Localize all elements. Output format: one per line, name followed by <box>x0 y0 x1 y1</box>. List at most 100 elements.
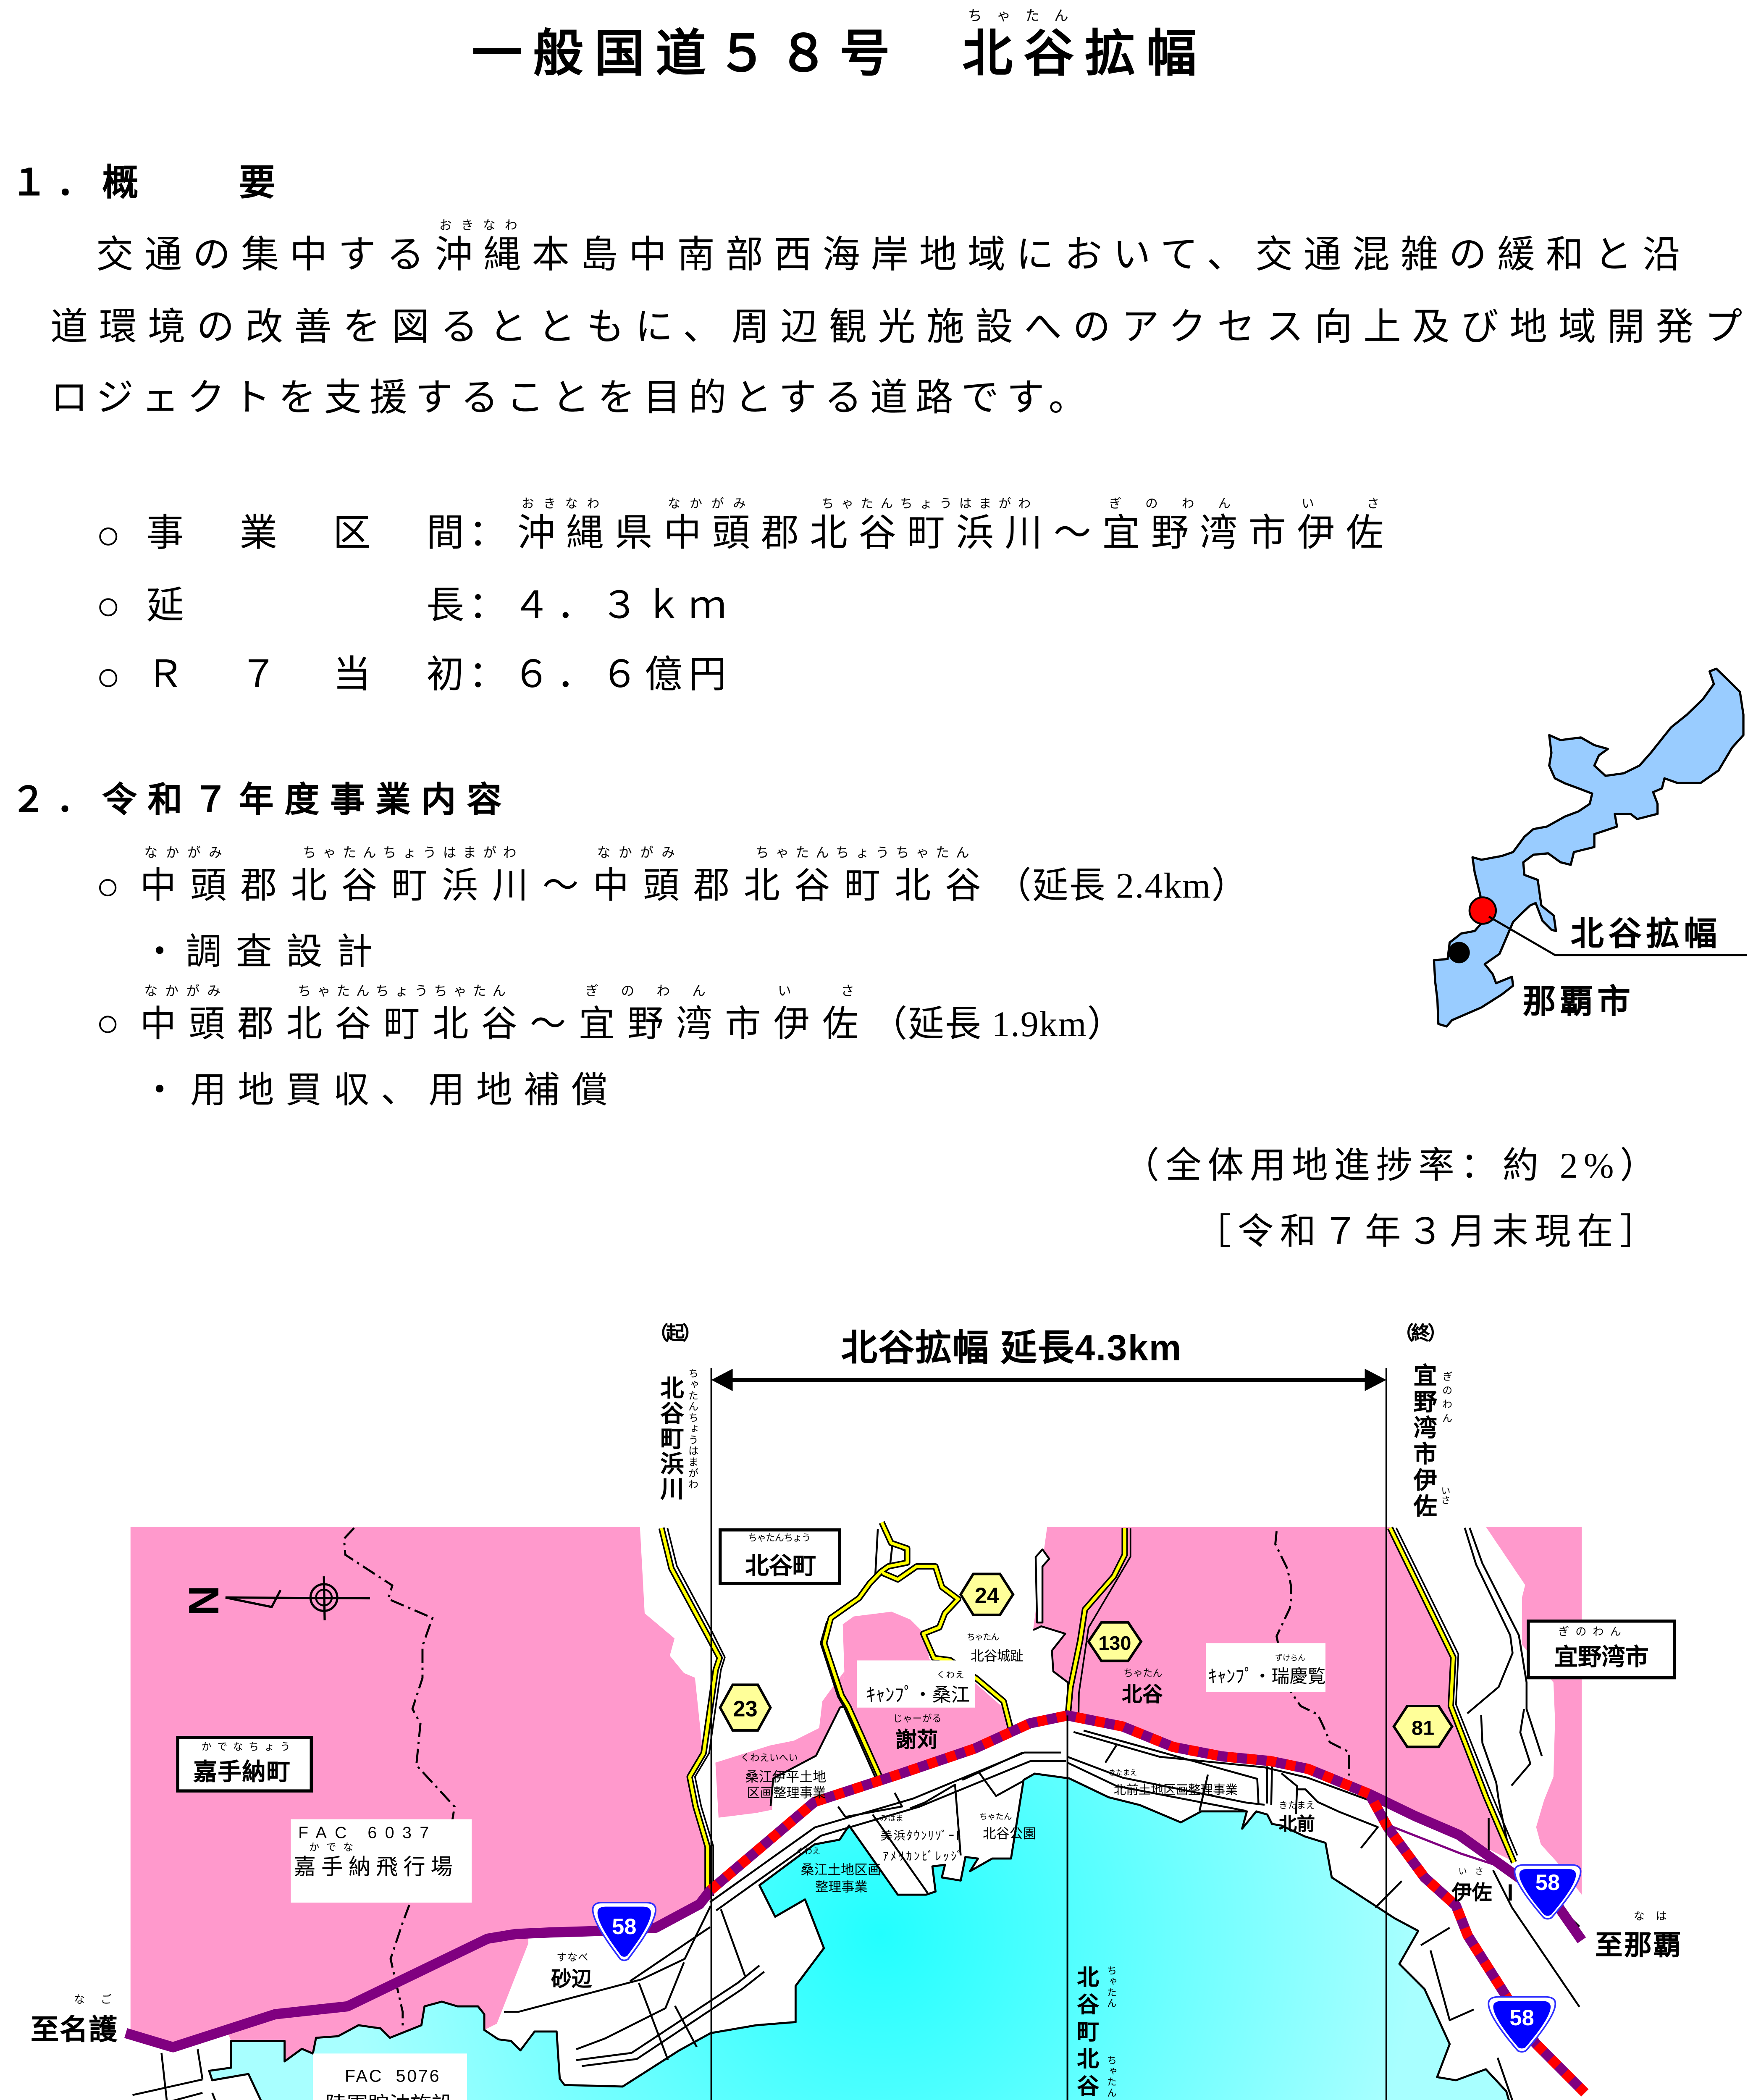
okinawa-location-map <box>1433 667 1747 1028</box>
prefectural-road-23 <box>658 1527 726 1898</box>
ruby-base: 沖縄おきなわ <box>517 497 615 556</box>
ruby-text: ぎのわん <box>1109 497 1254 512</box>
route-number: 81 <box>1412 1717 1434 1739</box>
road-fill <box>1066 1528 1126 1714</box>
label-ruby: くわえ <box>937 1671 965 1681</box>
street <box>1464 1528 1514 1714</box>
label-name: 宜野湾市 <box>1554 1645 1649 1672</box>
boundary-place-ruby-2: ちゃたん <box>1105 2055 1116 2099</box>
section-length: （延長 2.4km） <box>995 867 1249 906</box>
street <box>1469 1528 1543 1756</box>
ruby-text: いさ <box>777 982 904 998</box>
route-number: 58 <box>612 1915 636 1939</box>
ruby-text: なかがみ <box>144 844 231 860</box>
road-edge <box>667 1528 726 1896</box>
street <box>910 1783 962 1856</box>
street <box>211 2092 216 2100</box>
ruby-base: 中頭なかがみ <box>593 844 693 906</box>
road-edge <box>1395 1527 1518 1856</box>
chatan-castle-label: 北谷城趾 <box>971 1647 1024 1664</box>
route-58-shield-isa: 58 <box>1514 1864 1582 1920</box>
ruby-base: 中頭なかがみ <box>140 982 238 1044</box>
bullet-icon: ○ <box>96 583 121 628</box>
route-text: 中頭なかがみ郡北谷町北谷ちゃたんちょうちゃたん～宜野湾ぎのわん市伊佐いさ <box>140 982 871 1044</box>
sea <box>208 1772 1510 2100</box>
street <box>132 2078 203 2096</box>
street <box>1067 1761 1247 1812</box>
street <box>576 1962 685 2050</box>
street <box>874 1528 879 1578</box>
chatan-park-ruby: ちゃたん <box>979 1812 1012 1822</box>
camp-zukeran-area <box>1033 1527 1514 1862</box>
ruby-text: ちゃたんちょうはまがわ <box>302 844 523 860</box>
text-run: ～ <box>530 1005 579 1044</box>
mihama-label-line2: ｱﾒﾘｶﾝﾋﾞﾚｯｼﾞ <box>882 1848 965 1863</box>
north-arrow-head <box>225 1589 282 1609</box>
isa-label: 伊佐 <box>1451 1880 1492 1904</box>
label-kadena-airbase: FAC 6037 かでな 嘉手納飛行場 <box>291 1819 472 1903</box>
route-marker-81: 81 <box>1392 1704 1454 1748</box>
text-run: 道環境の改善を図るとともに、周辺観光施設へのアクセス向上及び地域開発プ <box>50 308 1753 349</box>
text-run: 拡幅 <box>1085 26 1208 83</box>
to-nago-ruby: なご <box>73 1995 128 2007</box>
ruby-base: 北谷町北谷ちゃたんちょうちゃたん <box>743 844 995 906</box>
route-58-old-line <box>1385 1823 1514 1872</box>
street <box>638 1982 669 2061</box>
street <box>576 1964 760 2061</box>
label-name: 嘉手納飛行場 <box>294 1854 458 1880</box>
mihama-label-line1: 美浜ﾀｳﾝﾘｿﾞｰﾄ <box>880 1829 963 1843</box>
shield-icon <box>1493 2001 1551 2049</box>
label-ruby: ぎのわん <box>1558 1627 1627 1638</box>
text-run: 郡 <box>761 514 810 556</box>
prefectural-road-130 <box>1065 1528 1131 1714</box>
section-length: （延長 1.9km） <box>871 1005 1124 1044</box>
summary-label: 延 長 <box>146 586 473 627</box>
street <box>871 1814 929 1894</box>
kitamae-label: 北前 <box>1278 1816 1315 1835</box>
text-run: 県 <box>614 514 664 556</box>
route-marker-23: 23 <box>719 1683 772 1732</box>
end-place-ruby-isa: いさ <box>1438 1486 1448 1505</box>
route-marker-24: 24 <box>959 1572 1015 1616</box>
kitamae-ruby: きたまえ <box>1278 1801 1315 1811</box>
as-of-date: ［令和７年３月末現在］ <box>1195 1212 1662 1252</box>
prefectural-route-markers: 23 24 130 81 <box>719 1572 1454 1748</box>
street <box>172 2092 203 2100</box>
ruby-base: 北谷町北谷ちゃたんちょうちゃたん <box>286 982 530 1044</box>
route-number: 58 <box>1509 2006 1534 2030</box>
ruby-text: いさ <box>1301 497 1432 512</box>
okinawa-island-shape <box>1433 667 1745 1028</box>
national-route-shields: 58 58 58 <box>592 1864 1582 2053</box>
to-naha-ruby: なは <box>1633 1911 1678 1922</box>
text-run: ～ <box>1053 514 1102 556</box>
boundary-place-ruby-1: ちゃたん <box>1105 1965 1116 2009</box>
text-run: 本島中南部西海岸地域において、交通混雑の緩和と沿 <box>532 236 1691 277</box>
inset-project-label: 北谷拡幅 <box>1571 916 1722 953</box>
text-run: 市 <box>1248 514 1297 556</box>
ruby-text: ちゃたん <box>968 8 1083 24</box>
ruby-text: なかがみ <box>668 497 755 512</box>
street <box>1375 1880 1403 1908</box>
street <box>504 1905 712 2013</box>
kuwae-ihei-label-line1: 桑江伊平土地 <box>745 1769 827 1785</box>
text-run: ：４．３ｋｍ <box>468 586 733 627</box>
summary-value: ：沖縄おきなわ県中頭なかがみ郡北谷町浜川ちゃたんちょうはまがわ～宜野湾ぎのわん市… <box>469 497 1395 556</box>
label-name: 嘉手納町 <box>193 1759 291 1786</box>
paragraph-line-2: 道環境の改善を図るとともに、周辺観光施設へのアクセス向上及び地域開発プ <box>50 310 1753 348</box>
hexagon-icon <box>1087 1621 1143 1662</box>
hexagon-icon <box>719 1683 772 1732</box>
ruby-base: 宜野湾ぎのわん <box>1102 497 1254 556</box>
street <box>769 1706 841 1806</box>
label-ruby: ずけらん <box>1275 1656 1306 1664</box>
street <box>1104 1745 1117 1763</box>
label-camp-kuwae: くわえ ｷｬﾝﾌﾟ・桑江 <box>857 1660 974 1708</box>
shield-icon <box>1519 1869 1576 1916</box>
road-fill <box>1388 1527 1516 1863</box>
kuwae-ihei-area <box>715 1671 845 1818</box>
route-map: N 23 24 130 <box>124 1368 1589 2100</box>
hexagon-icon <box>1392 1704 1454 1748</box>
label-camp-zukeran: ずけらん ｷｬﾝﾌﾟ・瑞慶覧 <box>1206 1643 1326 1692</box>
route-marker-130: 130 <box>1087 1621 1143 1662</box>
road-fill <box>660 1528 722 1898</box>
